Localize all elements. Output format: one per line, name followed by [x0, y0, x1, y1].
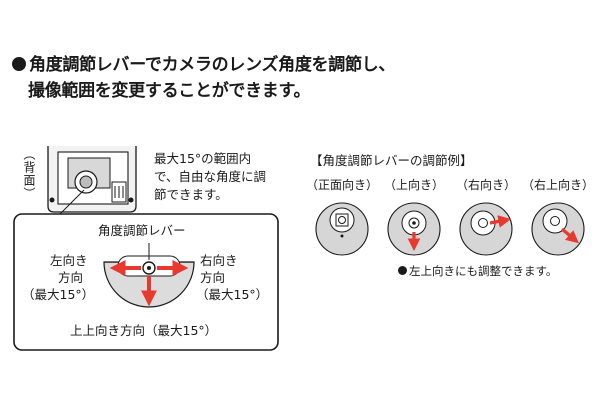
description-line-3: 節できます。 [154, 187, 228, 202]
headline-text-1: 角度調節レバーでカメラのレンズ角度を調節し、 [29, 55, 396, 75]
arrow-down-right-icon [560, 227, 579, 244]
example-disc-up [387, 202, 441, 256]
adjust-note: 左上向きにも調整できます。 [398, 263, 557, 279]
bottom-label: 上上向き方向（最大15°） [70, 323, 218, 338]
back-label: （背面） [22, 148, 36, 200]
adjust-note-text: 左上向きにも調整できます。 [409, 264, 558, 278]
right-label-2: 方向 [200, 270, 226, 285]
example-label-up-right: （右上向き） [521, 178, 594, 192]
callout-line [59, 189, 85, 215]
left-label-2: 方向 [58, 270, 84, 285]
description-line-1: 最大15°の範囲内 [154, 151, 252, 166]
example-disc-right [459, 202, 513, 256]
left-label-1: 左向き [50, 253, 88, 268]
left-label-3: （最大15°） [22, 287, 95, 302]
example-label-front: （正面向き） [306, 178, 379, 192]
example-label-up: （上向き） [383, 178, 444, 192]
lens-detail-diagram [103, 243, 195, 308]
description: 最大15°の範囲内 で、自由な角度に調 節できます。 [154, 150, 266, 204]
bullet-icon [12, 57, 26, 71]
lever-label: 角度調節レバー [98, 223, 186, 238]
right-label-1: 右向き [200, 253, 238, 268]
headline-line-1: 角度調節レバーでカメラのレンズ角度を調節し、 [12, 52, 395, 78]
example-label-right: （右向き） [455, 178, 516, 192]
example-disc-up-right [531, 202, 585, 256]
description-line-2: で、自由な角度に調 [154, 169, 267, 184]
camera-back-icon [47, 146, 137, 213]
headline: 角度調節レバーでカメラのレンズ角度を調節し、 撮像範囲を変更することができます。 [12, 52, 395, 104]
examples-title: 【角度調節レバーの調節例】 [310, 153, 473, 168]
headline-line-2: 撮像範囲を変更することができます。 [28, 81, 311, 101]
example-disc-front [315, 202, 369, 256]
bullet-icon [398, 266, 407, 275]
right-label-3: （最大15°） [196, 287, 269, 302]
arrow-right-icon [489, 215, 512, 228]
